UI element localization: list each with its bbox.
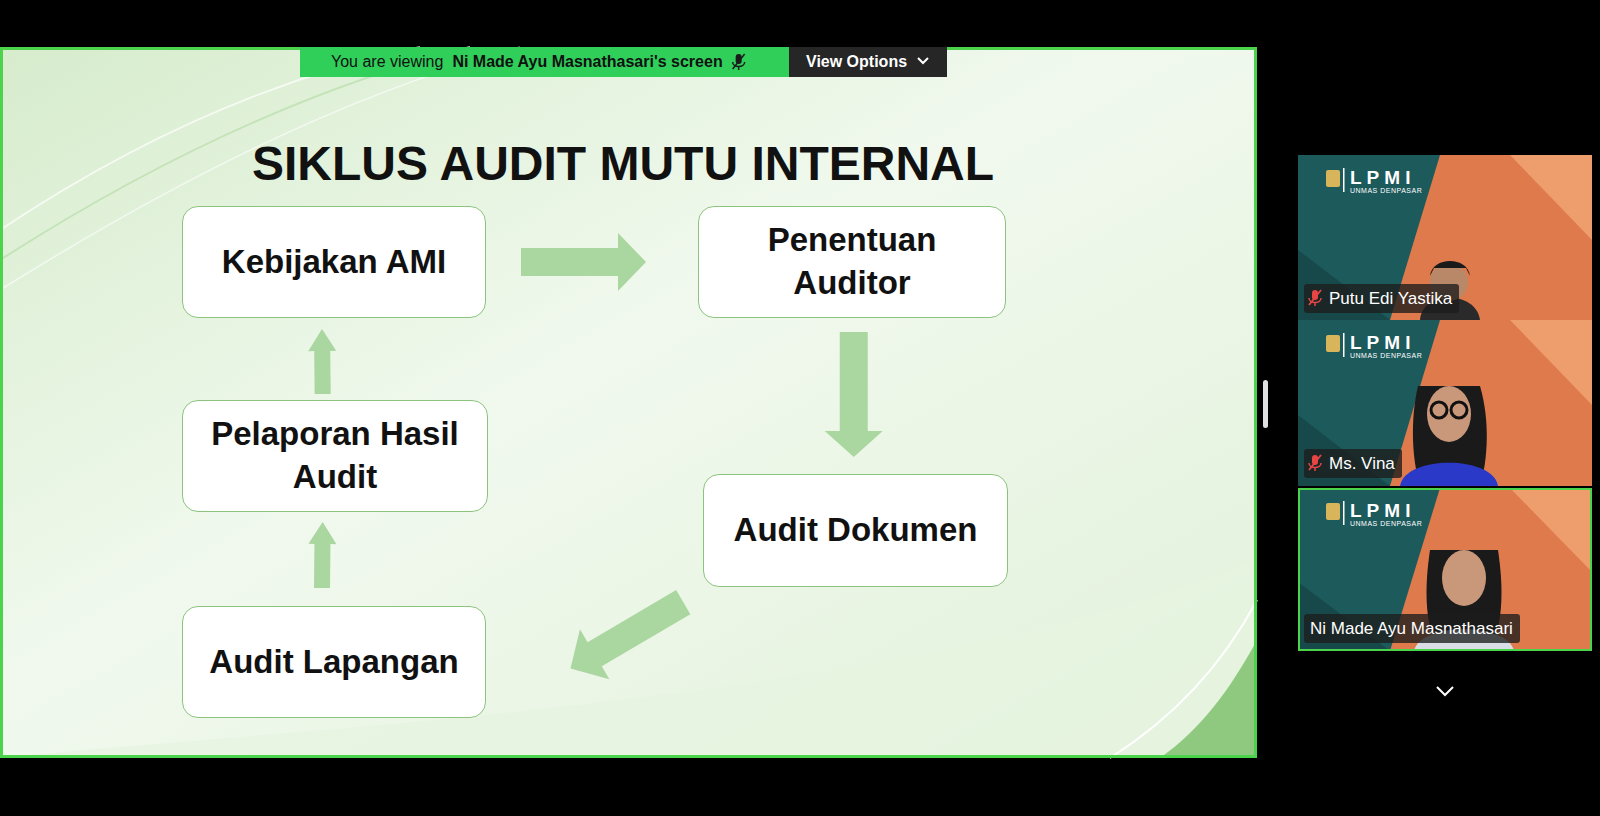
flow-arrow — [571, 590, 691, 679]
video-tile — [1298, 488, 1592, 651]
person — [1451, 402, 1467, 418]
tile-background — [1510, 155, 1592, 240]
mic-icon — [733, 62, 745, 70]
logo-divider — [1343, 333, 1345, 357]
video-tile — [1298, 320, 1592, 486]
slide-swoosh — [1110, 600, 1257, 758]
process-box: Penentuan Auditor — [698, 206, 1006, 318]
process-box: Pelaporan Hasil Audit — [182, 400, 488, 512]
person — [1400, 463, 1498, 486]
share-banner — [300, 47, 789, 77]
logo-subtext: UNMAS DENPASAR — [1350, 520, 1422, 529]
mic-icon — [733, 54, 745, 69]
logo-emblem — [1326, 170, 1340, 187]
tile-background — [1510, 320, 1592, 405]
active-speaker-border — [1299, 489, 1591, 650]
tile-background — [1298, 320, 1592, 486]
tile-background — [1390, 320, 1592, 486]
expand-chevron — [1437, 687, 1453, 695]
slide-swoosh — [0, 560, 1257, 758]
slide-corner — [1160, 640, 1257, 758]
logo-divider — [1343, 168, 1345, 192]
person — [1430, 261, 1470, 276]
slide-title: SIKLUS AUDIT MUTU INTERNAL — [252, 134, 994, 194]
logo-text: L P M I — [1350, 499, 1411, 523]
participant-name: Putu Edi Yastika — [1304, 284, 1459, 313]
step-label: Audit Lapangan — [209, 641, 458, 684]
logo-subtext: UNMAS DENPASAR — [1350, 352, 1422, 361]
logo-subtext: UNMAS DENPASAR — [1350, 187, 1422, 196]
share-banner-text: You are viewing — [331, 52, 443, 72]
flow-arrow — [308, 329, 336, 394]
dropdown-chevron — [918, 58, 928, 63]
logo-divider — [1343, 501, 1345, 525]
person — [1427, 386, 1471, 442]
slide-background — [0, 47, 1257, 758]
participant-name: Ni Made Ayu Masnathasari — [1304, 614, 1520, 643]
participant-name: Ms. Vina — [1304, 449, 1402, 478]
tile-background — [1510, 488, 1592, 572]
video-tile — [1298, 155, 1592, 320]
view-options-button — [789, 47, 947, 77]
flow-arrow — [308, 522, 336, 588]
step-label: Kebijakan AMI — [222, 241, 446, 284]
process-box: Audit Lapangan — [182, 606, 486, 718]
process-box: Audit Dokumen — [703, 474, 1008, 587]
step-label: Audit Dokumen — [734, 509, 978, 552]
logo-text: L P M I — [1350, 166, 1411, 190]
flow-arrow — [521, 233, 646, 291]
mic-icon — [736, 54, 742, 64]
scrollbar — [1263, 380, 1268, 428]
person — [1442, 550, 1486, 606]
flow-arrow — [825, 332, 883, 457]
logo-emblem — [1326, 335, 1340, 352]
presenter-name: Ni Made Ayu Masnathasari's screen — [452, 52, 722, 72]
process-box: Kebijakan AMI — [182, 206, 486, 318]
person — [1431, 402, 1447, 418]
tile-background — [1298, 488, 1592, 651]
logo-text: L P M I — [1350, 331, 1411, 355]
logo-emblem — [1326, 503, 1340, 520]
step-label: Penentuan Auditor — [715, 219, 989, 305]
mic-icon — [733, 54, 745, 70]
button-label: View Options — [806, 52, 907, 72]
step-label: Pelaporan Hasil Audit — [199, 413, 471, 499]
share-border — [2, 49, 1256, 757]
tile-background — [1298, 155, 1592, 320]
